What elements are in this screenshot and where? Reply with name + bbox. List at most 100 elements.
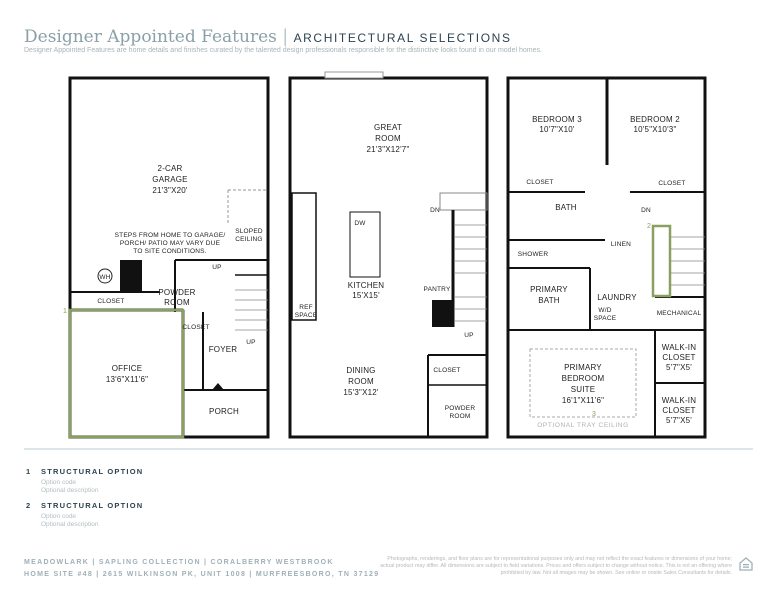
- dishwasher-label: DW: [354, 220, 366, 227]
- floor2-wall-block: [432, 300, 454, 327]
- powder-room-label: ROOM: [449, 413, 470, 420]
- ref-space-label: SPACE: [295, 312, 318, 319]
- dining-room-label: DINING: [346, 366, 375, 375]
- stairs-up-label: UP: [246, 339, 255, 346]
- sloped-ceiling-label: CEILING: [235, 236, 262, 243]
- walk-in-closet-label: WALK-IN: [662, 343, 696, 352]
- garage-note: TO SITE CONDITIONS.: [133, 248, 206, 255]
- kitchen-counter: [291, 192, 317, 321]
- floor1-labels: 2-CAR GARAGE 21'3"X20' STEPS FROM HOME T…: [63, 164, 263, 416]
- floor3-labels: BEDROOM 3 10'7"X10' BEDROOM 2 10'5"X10'3…: [518, 115, 702, 429]
- stairs-down-label: DN: [430, 207, 440, 214]
- linen-label: LINEN: [611, 241, 631, 248]
- closet-label: CLOSET: [433, 367, 460, 374]
- stairs-up-label: UP: [464, 332, 473, 339]
- sloped-ceiling-label: SLOPED: [235, 228, 263, 235]
- option-code: Option code: [41, 479, 77, 486]
- walk-in-closet-dimensions: 5'7"X5': [666, 363, 692, 372]
- office-option-highlight: [68, 308, 185, 439]
- kitchen-label: KITCHEN: [348, 281, 385, 290]
- floor3-walls: [506, 76, 707, 439]
- powder-room-label: POWDER: [158, 288, 195, 297]
- bedroom-3-dimensions: 10'7"X10': [539, 125, 575, 134]
- option-title: STRUCTURAL OPTION: [41, 501, 144, 510]
- mechanical-label: MECHANICAL: [657, 310, 702, 317]
- floor2-walls: [288, 76, 489, 439]
- primary-suite-dimensions: 16'1"X11'6": [562, 396, 604, 405]
- closet-label: CLOSET: [658, 180, 685, 187]
- primary-bath-label: BATH: [538, 296, 560, 305]
- section-divider: [24, 448, 753, 450]
- tray-ceiling-label: OPTIONAL TRAY CEILING: [537, 422, 628, 429]
- great-room-door: [324, 71, 384, 79]
- garage-dimensions: 21'3"X20': [152, 186, 188, 195]
- option-marker-3: 3: [592, 411, 596, 418]
- bedroom-2-dimensions: 10'5"X10'3": [634, 125, 677, 134]
- foyer-label: FOYER: [209, 345, 238, 354]
- laundry-label: LAUNDRY: [597, 293, 637, 302]
- option-marker-1: 1: [63, 308, 67, 315]
- page-title: Designer Appointed Features: [24, 27, 277, 47]
- garage-label: GARAGE: [152, 175, 187, 184]
- pantry-label: PANTRY: [424, 286, 451, 293]
- walk-in-closet-label: WALK-IN: [662, 396, 696, 405]
- great-room-label: ROOM: [375, 134, 401, 143]
- powder-room-label: POWDER: [445, 405, 476, 412]
- wd-space-label: SPACE: [594, 315, 617, 322]
- page-subtitle: ARCHITECTURAL SELECTIONS: [293, 31, 512, 45]
- shower-label: SHOWER: [518, 251, 549, 258]
- primary-suite-label: SUITE: [571, 385, 596, 394]
- bedroom-3-label: BEDROOM 3: [532, 115, 582, 124]
- ref-space-label: REF: [299, 304, 313, 311]
- bedroom-2-label: BEDROOM 2: [630, 115, 680, 124]
- option-number: 2: [26, 501, 31, 510]
- floor2-landing: [439, 192, 488, 211]
- great-room-dimensions: 21'3"X12'7": [367, 145, 410, 154]
- walk-in-closet-label: CLOSET: [662, 353, 695, 362]
- closet-label: CLOSET: [182, 324, 209, 331]
- walk-in-closet-dimensions: 5'7"X5': [666, 416, 692, 425]
- option-marker-2: 2: [647, 223, 651, 230]
- garage-label: 2-CAR: [157, 164, 182, 173]
- wd-space-label: W/D: [598, 307, 611, 314]
- porch-label: PORCH: [209, 407, 239, 416]
- page-description: Designer Appointed Features are home det…: [24, 47, 542, 54]
- tray-ceiling-outline: [529, 348, 637, 418]
- footer-disclaimer: Photographs, renderings, and floor plans…: [380, 556, 732, 576]
- entry-arrow-icon: [212, 383, 224, 390]
- stairs-down-label: DN: [641, 207, 651, 214]
- footer-address: HOME SITE #48 | 2615 WILKINSON PK, UNIT …: [24, 571, 380, 578]
- stairs-up-label: UP: [212, 264, 221, 271]
- option-code: Option code: [41, 513, 77, 520]
- garage-note: STEPS FROM HOME TO GARAGE/: [115, 232, 226, 239]
- option-description: Optional description: [41, 521, 99, 528]
- garage-note: PORCH/ PATIO MAY VARY DUE: [120, 240, 221, 247]
- dining-room-dimensions: 15'3"X12': [343, 388, 379, 397]
- bath-label: BATH: [555, 203, 577, 212]
- water-heater-icon: [97, 268, 113, 284]
- closet-label: CLOSET: [97, 298, 124, 305]
- option-number: 1: [26, 467, 31, 476]
- dining-room-label: ROOM: [348, 377, 374, 386]
- equal-housing-opportunity-icon: [739, 557, 753, 571]
- kitchen-island: [349, 211, 381, 278]
- stair-option-highlight: [651, 224, 672, 298]
- page-header: Designer Appointed Features| ARCHITECTURA…: [24, 26, 512, 47]
- office-dimensions: 13'6"X11'6": [106, 375, 148, 384]
- floor1-stairs: [235, 289, 268, 331]
- footer-community: MEADOWLARK | SAPLING COLLECTION | CORALB…: [24, 559, 334, 566]
- floor2-stairs: [455, 224, 487, 322]
- option-description: Optional description: [41, 487, 99, 494]
- powder-room-label: ROOM: [164, 298, 190, 307]
- floor1-walls: [68, 76, 270, 439]
- option-title: STRUCTURAL OPTION: [41, 467, 144, 476]
- walk-in-closet-label: CLOSET: [662, 406, 695, 415]
- title-separator: |: [282, 26, 288, 46]
- floor1-wall-block: [120, 260, 142, 292]
- floor2-labels: GREAT ROOM 21'3"X12'7" DW KITCHEN 15'X15…: [295, 123, 476, 420]
- great-room-label: GREAT: [374, 123, 402, 132]
- water-heater-label: WH: [99, 274, 110, 281]
- primary-bath-label: PRIMARY: [530, 285, 568, 294]
- kitchen-dimensions: 15'X15': [352, 291, 380, 300]
